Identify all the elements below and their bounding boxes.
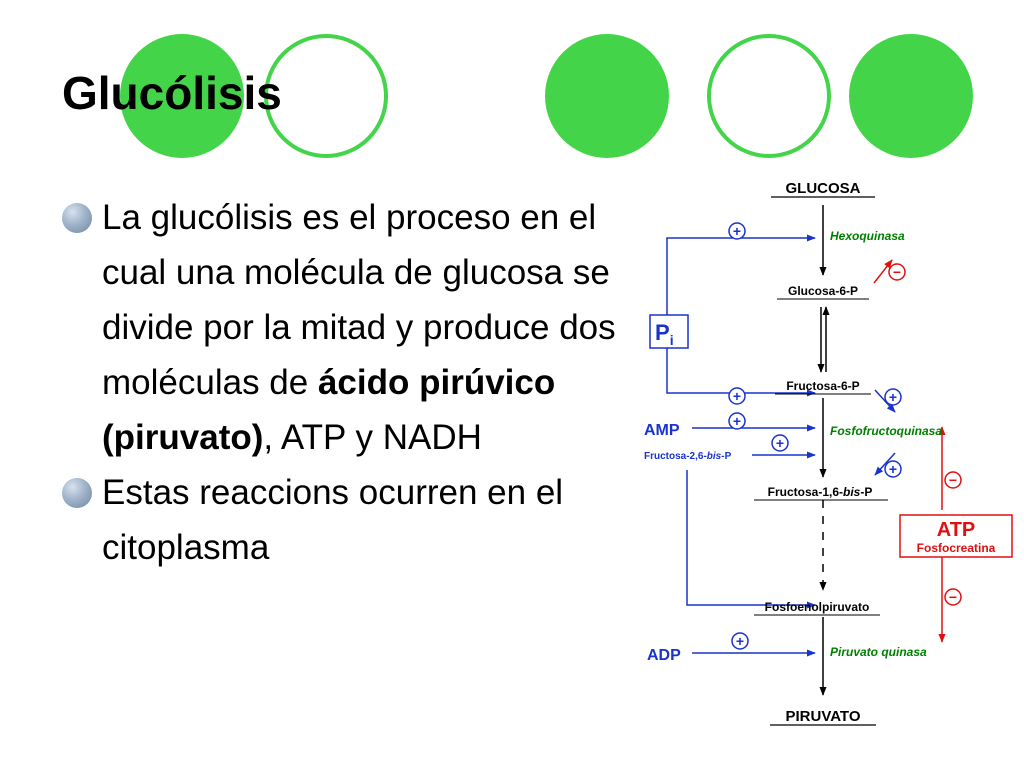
- enzyme-fosfofructoquinasa: Fosfofructoquinasa: [830, 424, 942, 438]
- bullet-text: , ATP y NADH: [263, 418, 482, 457]
- activation-plus-icon: [728, 222, 746, 240]
- enzyme-piruvato-quinasa: Piruvato quinasa: [830, 645, 927, 659]
- f6p-feedforward-line: [874, 389, 896, 413]
- bullet-list: La glucólisis es el proceso en el cual u…: [62, 190, 622, 575]
- activation-plus-icon: [728, 387, 746, 405]
- plus-sign: +: [889, 389, 897, 405]
- bullet-marker-icon: [62, 478, 92, 508]
- metabolite-fructosa-6-p: Fructosa-6-P: [786, 379, 859, 393]
- minus-sign: −: [949, 472, 957, 488]
- effector-fructosa-2-6-bisp: Fructosa-2,6-bis-P: [644, 451, 732, 462]
- effector-fosfocreatina: Fosfocreatina: [917, 541, 996, 555]
- plus-sign: +: [736, 633, 744, 649]
- decorative-circle-filled: [120, 34, 244, 158]
- activation-plus-icon: [884, 460, 902, 478]
- bullet-text-bold: ácido pirúvico (piruvato): [102, 363, 556, 457]
- atp-box: [899, 514, 1013, 558]
- plus-sign: +: [889, 461, 897, 477]
- inhibition-minus-icon: [888, 263, 906, 281]
- pi-activation-line: [666, 348, 816, 397]
- metabolite-fosfoenolpiruvato: Fosfoenolpiruvato: [765, 600, 870, 614]
- decorative-circle-filled: [545, 34, 669, 158]
- effector-pi: Pi: [655, 320, 674, 348]
- bullet-text: Estas reaccions ocurren en el citoplasma: [102, 473, 564, 567]
- slide-title: Glucólisis: [62, 67, 282, 119]
- activation-plus-icon: [728, 412, 746, 430]
- activation-plus-icon: [884, 388, 902, 406]
- inhibition-minus-icon: [944, 471, 962, 489]
- bullet-text: La glucólisis es el proceso en el cual u…: [102, 198, 616, 402]
- inhibition-minus-icon: [944, 588, 962, 606]
- decorative-circle-ring: [707, 34, 831, 158]
- plus-sign: +: [733, 223, 741, 239]
- decorative-circle-filled: [849, 34, 973, 158]
- effector-atp: ATP: [937, 519, 976, 541]
- f16bp-feedforward-line: [874, 452, 896, 476]
- enzyme-hexoquinasa: Hexoquinasa: [830, 229, 905, 243]
- minus-sign: −: [949, 589, 957, 605]
- plus-sign: +: [733, 388, 741, 404]
- activation-plus-icon: [731, 632, 749, 650]
- metabolite-piruvato: PIRUVATO: [785, 708, 860, 725]
- effector-adp: ADP: [647, 647, 681, 664]
- effector-amp: AMP: [644, 422, 680, 439]
- hexoquinasa-inhibition-line: [873, 259, 893, 284]
- activation-plus-icon: [771, 434, 789, 452]
- bullet-item: Estas reaccions ocurren en el citoplasma: [62, 465, 622, 575]
- minus-sign: −: [893, 264, 901, 280]
- adp-activation-line: [686, 470, 816, 609]
- metabolite-glucosa: GLUCOSA: [786, 180, 861, 197]
- glycolysis-regulation-diagram: + + + + + + + − − − GLUCOSA Glucosa-6-P …: [644, 180, 1013, 726]
- bullet-item: La glucólisis es el proceso en el cual u…: [62, 190, 622, 465]
- plus-sign: +: [776, 435, 784, 451]
- pi-activation-line: [666, 234, 816, 315]
- plus-sign: +: [733, 413, 741, 429]
- decorative-circle-ring: [264, 34, 388, 158]
- bullet-marker-icon: [62, 203, 92, 233]
- pi-box: [649, 314, 689, 349]
- metabolite-fructosa-1-6-bisp: Fructosa-1,6-bis-P: [768, 485, 873, 499]
- metabolite-glucosa-6-p: Glucosa-6-P: [788, 284, 858, 298]
